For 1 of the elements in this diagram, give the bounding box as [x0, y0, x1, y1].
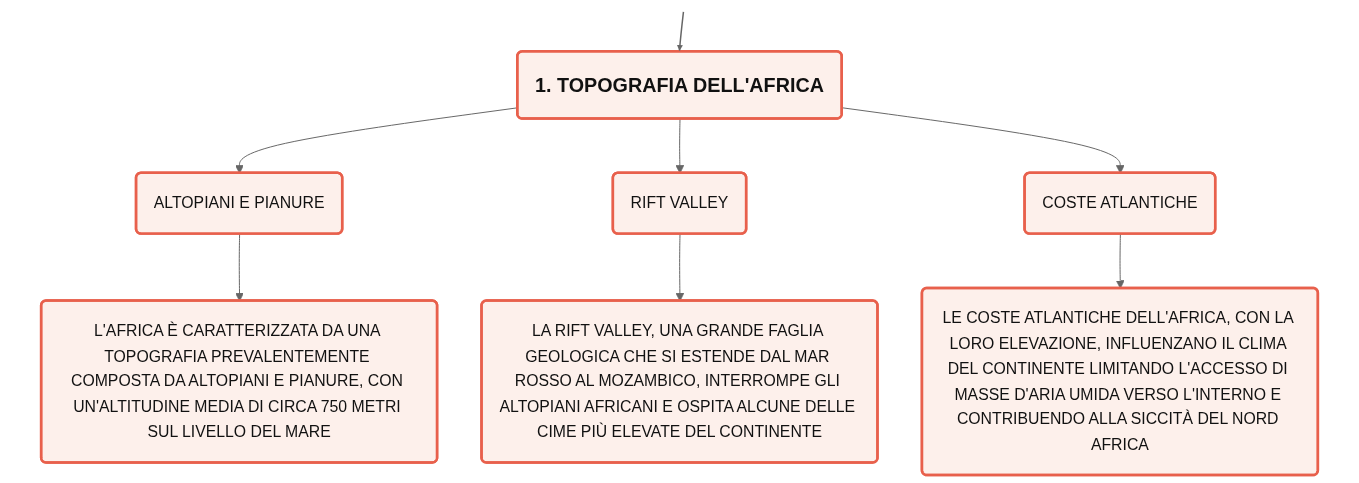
arrow [676, 11, 685, 52]
